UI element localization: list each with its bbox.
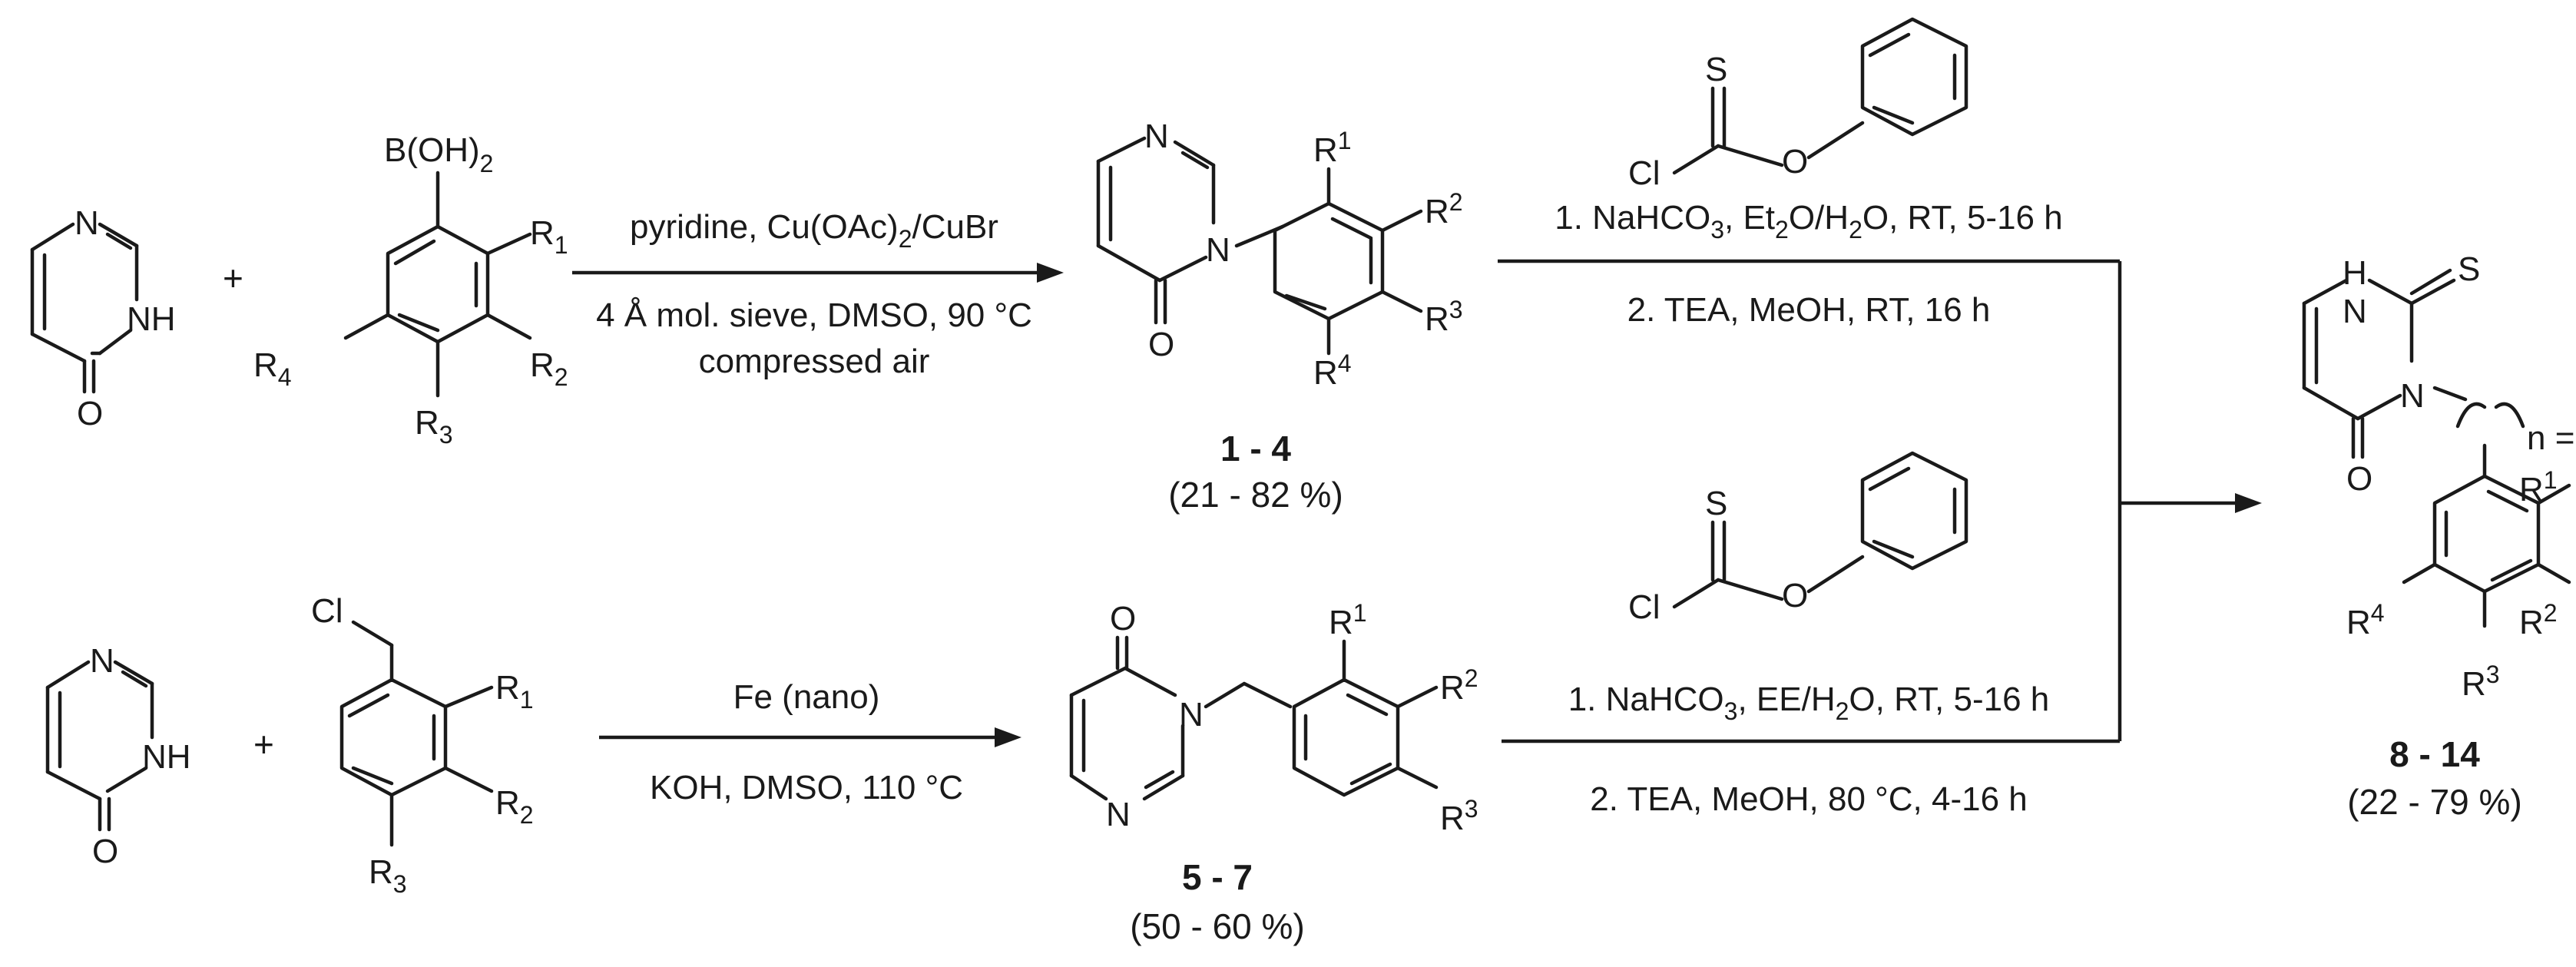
atom-nh: NH — [127, 300, 176, 338]
atom-r2: R2 — [2519, 599, 2558, 641]
atom-o: O — [1110, 600, 1136, 637]
arrow-top: pyridine, Cu(OAc)2/CuBr 4 Å mol. sieve, … — [572, 208, 1064, 380]
atom-s: S — [1705, 51, 1727, 88]
atom-cl: Cl — [1628, 154, 1660, 192]
chain-length-n: n = 0-1 — [2527, 419, 2576, 457]
plus-sign: + — [223, 258, 243, 298]
atom-o: O — [1782, 143, 1808, 180]
atom-r2: R2 — [1440, 664, 1478, 707]
product-label-8-14: 8 - 14 — [2389, 734, 2480, 774]
atom-n: N — [1106, 796, 1131, 833]
atom-cl: Cl — [1628, 588, 1660, 626]
atom-boh2: B(OH)2 — [384, 131, 493, 177]
step1-bottom: 1. NaHCO3, EE/H2O, RT, 5-16 h — [1568, 681, 2050, 725]
pyrimidinone-top: N NH O — [30, 204, 176, 432]
plus-sign: + — [253, 724, 274, 764]
conditions-top-below-1: 4 Å mol. sieve, DMSO, 90 °C — [596, 296, 1032, 334]
conditions-bottom-above: Fe (nano) — [733, 678, 880, 716]
atom-n: N — [1179, 696, 1204, 734]
atom-o: O — [92, 833, 118, 870]
product-yield-5-7: (50 - 60 %) — [1130, 906, 1305, 946]
atom-r3: R3 — [369, 853, 407, 898]
atom-o: O — [2346, 460, 2372, 498]
atom-r1: R1 — [1313, 127, 1352, 169]
atom-r3: R3 — [1425, 296, 1463, 338]
atom-r3: R3 — [2462, 661, 2500, 703]
atom-n: N — [2343, 293, 2367, 330]
atom-r1: R1 — [530, 214, 568, 259]
atom-r1: R1 — [1329, 599, 1367, 641]
step2-bottom: 2. TEA, MeOH, 80 °C, 4-16 h — [1590, 780, 2027, 818]
conditions-top-above: pyridine, Cu(OAc)2/CuBr — [630, 208, 998, 253]
atom-r4: R4 — [253, 346, 292, 391]
atom-nh: NH — [142, 738, 191, 776]
atom-r4: R4 — [1313, 349, 1352, 392]
atom-cl: Cl — [311, 592, 343, 630]
step1-top: 1. NaHCO3, Et2O/H2O, RT, 5-16 h — [1555, 199, 2062, 243]
atom-r2: R2 — [495, 784, 534, 829]
step2-top: 2. TEA, MeOH, RT, 16 h — [1627, 291, 1991, 329]
atom-o: O — [1148, 326, 1174, 363]
atom-r1: R1 — [495, 669, 534, 714]
arrow-bottom: Fe (nano) KOH, DMSO, 110 °C — [599, 678, 1021, 806]
atom-o: O — [1782, 577, 1808, 614]
atom-r2: R2 — [1425, 188, 1463, 230]
atom-o: O — [77, 395, 103, 432]
atom-r3: R3 — [415, 404, 453, 449]
pyrimidinone-bottom: N NH O — [45, 642, 191, 870]
conditions-bottom-below: KOH, DMSO, 110 °C — [650, 769, 963, 806]
atom-n: N — [1144, 118, 1169, 155]
product-yield-1-4: (21 - 82 %) — [1168, 475, 1343, 515]
atom-n: N — [90, 642, 114, 680]
product-label-1-4: 1 - 4 — [1220, 429, 1291, 469]
atom-n: N — [1206, 231, 1230, 269]
product-label-5-7: 5 - 7 — [1182, 857, 1253, 897]
atom-r3: R3 — [1440, 795, 1478, 837]
reagent-top: S Cl O — [1628, 17, 1968, 192]
atom-r4: R4 — [2346, 599, 2385, 641]
final-product: H N S N O n = 0-1 R1 R2 R3 R4 8 - 14 (22… — [2302, 250, 2576, 822]
reagent-bottom: S Cl O — [1628, 451, 1968, 626]
benzyl-chloride: Cl R1 R2 R3 — [311, 592, 534, 898]
conditions-top-below-2: compressed air — [699, 343, 930, 380]
product-yield-8-14: (22 - 79 %) — [2347, 782, 2522, 822]
atom-h: H — [2343, 254, 2367, 292]
product-5-7: O N N R1 R2 R3 5 - 7 (50 - 60 %) — [1069, 599, 1478, 946]
atom-s: S — [2458, 250, 2480, 288]
atom-n: N — [74, 204, 99, 242]
atom-r2: R2 — [530, 346, 568, 391]
atom-n: N — [2400, 377, 2425, 415]
atom-r1: R1 — [2519, 466, 2558, 508]
atom-s: S — [1705, 485, 1727, 522]
product-1-4: N N O R1 R2 R3 R4 1 - 4 (21 - 82 %) — [1096, 118, 1463, 515]
boronic-acid: B(OH)2 R1 R2 R4 R3 — [253, 131, 568, 449]
merge-arrows — [1498, 259, 2262, 743]
